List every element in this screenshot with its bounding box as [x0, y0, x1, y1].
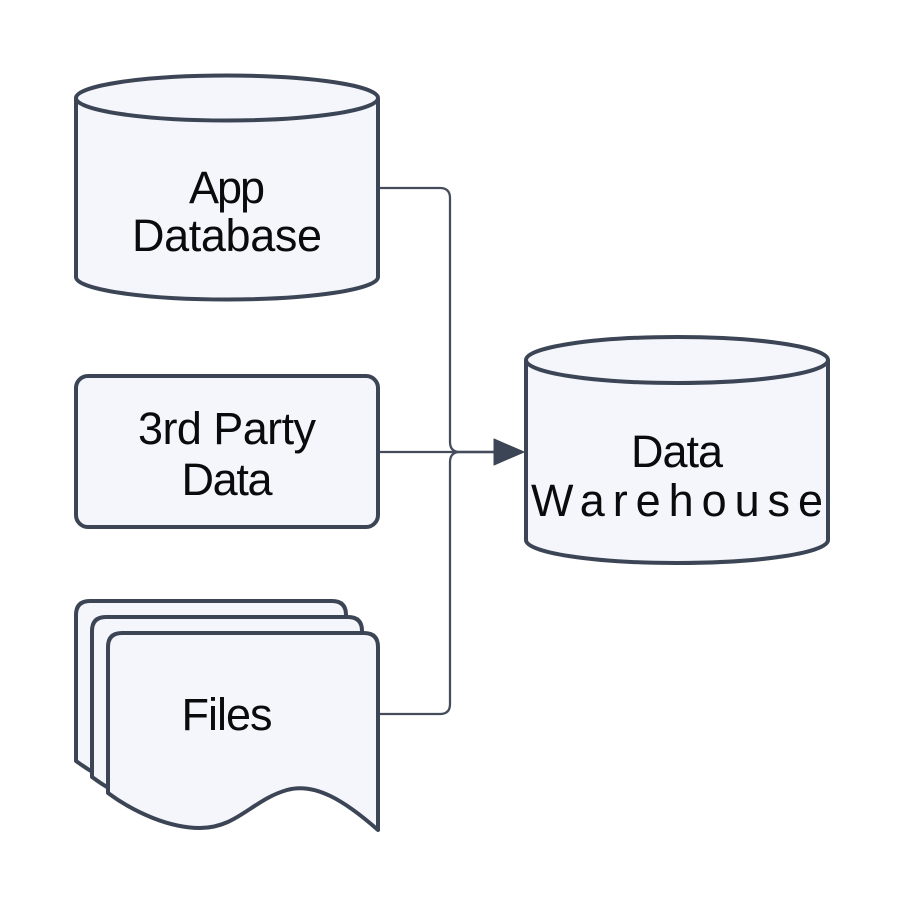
node-label-line: App — [189, 162, 265, 213]
edge-app-database-to-data-warehouse — [378, 186, 494, 454]
node-label-line: Data — [182, 454, 274, 505]
cylinder-rim — [74, 97, 380, 123]
node-files: Files — [74, 599, 380, 832]
node-data-warehouse: Data Warehouse — [524, 335, 830, 565]
node-label-line: 3rd Party — [138, 403, 317, 454]
edge-line — [378, 186, 494, 454]
node-label-line: Data — [631, 426, 724, 477]
node-app-database: App Database — [74, 73, 380, 302]
edge-third-party-data-to-data-warehouse — [378, 438, 525, 466]
document-front — [106, 631, 380, 832]
cylinder-body — [74, 73, 380, 302]
node-label-line: Database — [132, 210, 322, 261]
cylinder-rim — [524, 359, 830, 385]
arrow-head-icon — [493, 438, 525, 466]
node-third-party-data: 3rd Party Data — [74, 374, 380, 529]
edge-line — [378, 450, 494, 716]
node-label-line: Files — [182, 689, 273, 740]
edge-files-to-data-warehouse — [378, 450, 494, 716]
rounded-rectangle — [74, 374, 380, 529]
cylinder-body — [524, 335, 830, 565]
node-label-line: Warehouse — [531, 475, 823, 526]
